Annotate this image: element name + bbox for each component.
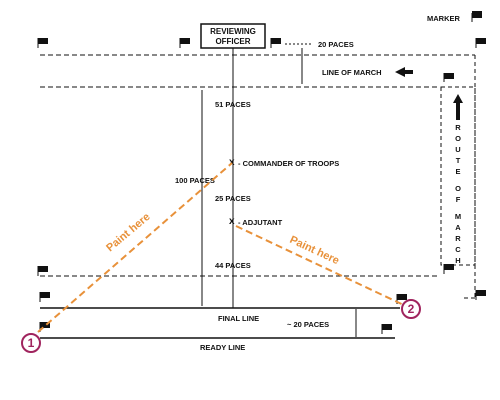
marker-circle-2: 2 xyxy=(401,299,421,319)
marker-2-number: 2 xyxy=(408,302,415,316)
paint-line-left xyxy=(37,162,233,333)
commander-mark-icon: x xyxy=(229,157,235,168)
paint-line-right xyxy=(235,225,411,309)
route-letter: A xyxy=(455,223,461,232)
flag-icon xyxy=(270,38,281,48)
route-letter: H xyxy=(455,256,460,265)
flag-icon xyxy=(179,38,190,48)
route-letter: M xyxy=(455,212,461,221)
paint-here-left: Paint here xyxy=(104,211,152,254)
route-letter: E xyxy=(455,167,460,176)
marker-circle-1: 1 xyxy=(21,333,41,353)
route-letter: F xyxy=(456,195,461,204)
route-letter: U xyxy=(455,145,460,154)
flag-icon xyxy=(39,292,50,302)
paces-51: 51 PACES xyxy=(215,100,251,109)
route-letter: R xyxy=(455,123,461,132)
adjutant-mark-icon: x xyxy=(229,216,235,227)
reviewing-officer-line2: OFFICER xyxy=(215,37,250,46)
adjutant-label: - ADJUTANT xyxy=(238,218,283,227)
flag-icon xyxy=(381,324,392,334)
paint-here-right: Paint here xyxy=(288,234,341,267)
line-of-march-label: LINE OF MARCH xyxy=(322,68,382,77)
reviewing-officer-line1: REVIEWING xyxy=(210,27,256,36)
flag-icon xyxy=(37,266,48,276)
reviewing-officer-box: REVIEWING OFFICER xyxy=(200,23,266,49)
flag-icon xyxy=(37,38,48,48)
ready-line-label: READY LINE xyxy=(200,343,245,352)
marker-1-number: 1 xyxy=(28,336,35,350)
route-letter: C xyxy=(455,245,461,254)
marker-flag-icon xyxy=(471,11,482,22)
paces-25: 25 PACES xyxy=(215,194,251,203)
flag-icon xyxy=(475,290,486,300)
paces-20-bottom: ~ 20 PACES xyxy=(287,320,329,329)
commander-label: - COMMANDER OF TROOPS xyxy=(238,159,339,168)
route-letter: O xyxy=(455,134,461,143)
arrow-up-icon xyxy=(453,94,463,120)
route-letter: T xyxy=(456,156,461,165)
paces-44: 44 PACES xyxy=(215,261,251,270)
final-line-label: FINAL LINE xyxy=(218,314,259,323)
marker-label: MARKER xyxy=(427,14,460,23)
paces-100: 100 PACES xyxy=(175,176,215,185)
arrow-left-icon xyxy=(395,67,413,77)
route-letter: R xyxy=(455,234,461,243)
flag-icon xyxy=(443,264,454,274)
paces-20-top: 20 PACES xyxy=(318,40,354,49)
flag-icon xyxy=(475,38,486,48)
flag-icon xyxy=(443,73,454,82)
route-letter: O xyxy=(455,184,461,193)
